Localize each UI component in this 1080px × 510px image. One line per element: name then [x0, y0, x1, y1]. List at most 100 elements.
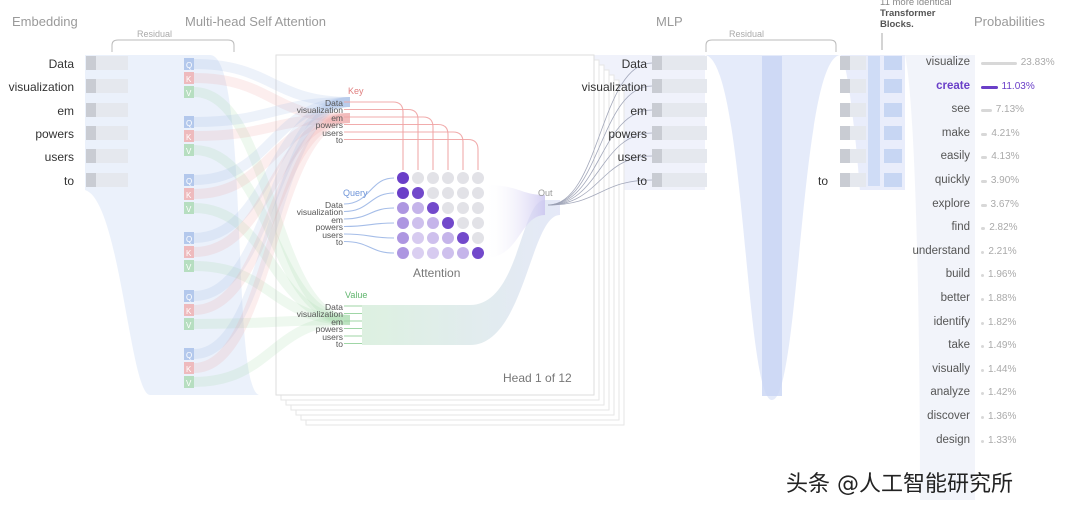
value-flow — [193, 261, 351, 325]
probability-value: 11.03% — [1001, 80, 1035, 92]
mlp-input-vector — [652, 126, 707, 140]
qkv-letter: K — [186, 307, 192, 316]
query-token: powers — [315, 222, 343, 232]
mlp-output-vector-cap — [840, 103, 850, 117]
qkv-cell-v — [184, 376, 194, 388]
probability-word[interactable]: analyze — [930, 386, 970, 399]
qkv-letter: V — [186, 379, 192, 388]
key-token: to — [335, 135, 343, 145]
attention-cell — [397, 232, 409, 244]
final-vector — [884, 103, 902, 117]
value-flow — [193, 87, 351, 325]
mlp-token[interactable]: em — [630, 104, 647, 118]
mlp-input-vector-cap — [652, 126, 662, 140]
qkv-letter: V — [186, 89, 192, 98]
attention-cell — [457, 172, 469, 184]
qkv-letter: Q — [186, 235, 192, 244]
query-line — [343, 240, 395, 254]
qkv-letter: K — [186, 75, 192, 84]
query-label: Query — [343, 188, 368, 198]
attention-cell — [442, 232, 454, 244]
attention-cell — [472, 187, 484, 199]
probability-word[interactable]: create — [936, 79, 970, 92]
key-flow — [193, 113, 351, 257]
final-token[interactable]: to — [817, 174, 828, 188]
embedding-vector — [86, 173, 128, 187]
attention-cell — [472, 217, 484, 229]
attention-cell — [427, 187, 439, 199]
query-line — [343, 177, 395, 205]
embedding-token[interactable]: to — [63, 174, 74, 188]
key-line — [344, 138, 479, 170]
probability-word[interactable]: easily — [940, 150, 970, 163]
probability-word[interactable]: visually — [932, 362, 970, 375]
out-line — [547, 109, 653, 206]
probability-word[interactable]: understand — [912, 244, 970, 257]
probability-bar — [981, 227, 986, 231]
qkv-cell-q — [184, 174, 194, 186]
probability-word[interactable]: quickly — [934, 174, 970, 186]
embedding-token[interactable]: Data — [48, 57, 74, 71]
probability-value: 1.42% — [988, 387, 1017, 399]
probability-word[interactable]: discover — [927, 410, 970, 422]
attention-cell — [397, 217, 409, 229]
qkv-cell-v — [184, 318, 194, 330]
probability-word[interactable]: better — [940, 292, 970, 304]
probability-word[interactable]: make — [941, 126, 970, 139]
qkv-letter: Q — [186, 293, 192, 302]
residual-label-right: Residual — [729, 29, 765, 39]
attention-cell — [412, 187, 424, 199]
mlp-output-vector-cap — [840, 149, 850, 163]
query-token: Data — [325, 200, 343, 210]
mlp-token[interactable]: visualization — [581, 80, 647, 94]
value-token: em — [331, 317, 343, 327]
probability-bar — [981, 85, 998, 89]
embedding-token[interactable]: users — [44, 150, 74, 164]
qkv-letter: K — [186, 249, 192, 258]
probability-word[interactable]: see — [951, 103, 970, 116]
embedding-token[interactable]: powers — [35, 127, 74, 141]
out-line — [547, 155, 653, 206]
mlp-token[interactable]: powers — [608, 127, 647, 141]
attention-label: Attention — [413, 266, 461, 280]
mlp-token[interactable]: Data — [621, 57, 647, 71]
query-token: to — [335, 237, 343, 247]
attention-cell — [442, 202, 454, 214]
query-flow — [193, 59, 351, 107]
head-indicator[interactable]: Head 1 of 12 — [503, 371, 572, 385]
value-token: to — [335, 339, 343, 349]
embedding-vector-cap — [86, 103, 96, 117]
key-line — [344, 108, 419, 170]
attention-cell — [457, 187, 469, 199]
probability-bar — [981, 109, 992, 113]
qkv-cell-v — [184, 86, 194, 98]
probability-word[interactable]: design — [936, 433, 970, 446]
mlp-input-vector-cap — [652, 149, 662, 163]
probability-word[interactable]: explore — [932, 197, 970, 210]
qkv-letter: V — [186, 263, 192, 272]
probability-word[interactable]: identify — [933, 315, 970, 328]
mlp-token[interactable]: users — [617, 150, 647, 164]
attention-cell — [472, 232, 484, 244]
probability-word[interactable]: take — [948, 339, 970, 352]
key-token: em — [331, 113, 343, 123]
final-vector — [884, 56, 902, 70]
probability-bar — [981, 250, 985, 254]
qkv-cell-v — [184, 202, 194, 214]
attention-title: Multi-head Self Attention — [185, 14, 326, 29]
embedding-vector — [86, 56, 128, 70]
blocks-note-line2: Transformer — [880, 8, 936, 19]
blocks-note-line1: 11 more identical — [880, 0, 952, 8]
mlp-title: MLP — [656, 14, 683, 29]
probability-value: 1.33% — [988, 434, 1017, 446]
attention-cell — [412, 172, 424, 184]
mlp-token[interactable]: to — [636, 174, 647, 188]
embedding-token[interactable]: em — [57, 104, 74, 118]
probability-word[interactable]: visualize — [925, 56, 970, 68]
probability-word[interactable]: build — [945, 268, 970, 281]
probability-band — [905, 55, 975, 500]
embedding-token[interactable]: visualization — [8, 80, 74, 94]
probability-word[interactable]: find — [951, 221, 970, 234]
attention-cell — [457, 217, 469, 229]
query-line — [343, 222, 395, 228]
